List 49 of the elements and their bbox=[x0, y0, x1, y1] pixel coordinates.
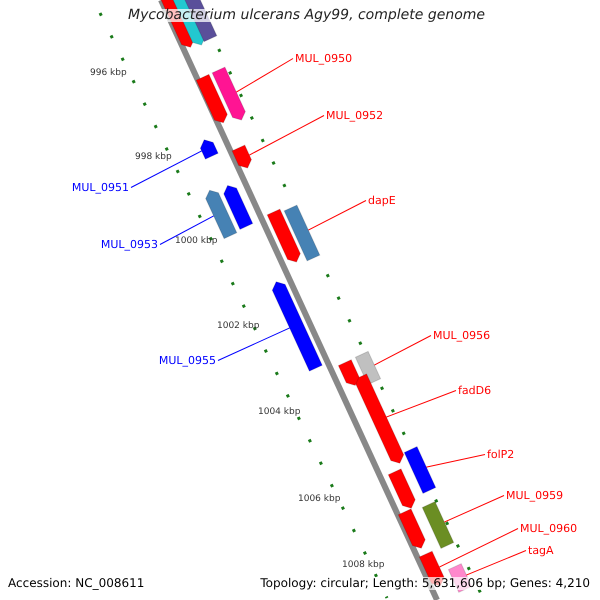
gene-feature bbox=[272, 281, 323, 372]
gene-label: folP2 bbox=[487, 448, 514, 461]
leader-line bbox=[308, 200, 366, 231]
scale-label: 1000 kbp bbox=[175, 236, 218, 246]
leader-line bbox=[444, 495, 504, 523]
leader-line bbox=[438, 528, 518, 568]
title: Mycobacterium ulcerans Agy99, complete genome bbox=[128, 9, 486, 22]
gene-feature bbox=[404, 446, 436, 494]
gene-label: MUL_0953 bbox=[100, 238, 158, 251]
gene-label: MUL_0959 bbox=[506, 489, 564, 502]
gene-feature bbox=[353, 373, 404, 464]
scale-label: 1006 kbp bbox=[298, 494, 340, 504]
leader-line bbox=[374, 335, 432, 366]
gene-feature bbox=[196, 74, 228, 124]
gene-label: MUL_0950 bbox=[295, 52, 352, 65]
gene-label: dapE bbox=[368, 194, 396, 207]
gene-feature bbox=[388, 468, 416, 509]
leader-line bbox=[130, 150, 202, 188]
gene-feature bbox=[398, 508, 426, 549]
gene-label: MUL_0951 bbox=[72, 181, 129, 194]
scale-label: 1008 kbp bbox=[342, 560, 384, 570]
leader-line bbox=[248, 115, 324, 156]
leader-line bbox=[386, 390, 456, 418]
gene-feature bbox=[212, 66, 246, 121]
gene-label: MUL_0955 bbox=[158, 354, 216, 367]
leader-line bbox=[160, 215, 214, 245]
info-text: Topology: circular; Length: 5,631,606 bp; Genes: 4,210 bbox=[260, 577, 590, 590]
gene-label: MUL_0952 bbox=[326, 109, 384, 122]
leader-line bbox=[426, 454, 486, 468]
gene-feature bbox=[354, 350, 382, 386]
gene-feature bbox=[200, 139, 219, 160]
scale-label: 1004 kbp bbox=[258, 407, 300, 417]
leader-line bbox=[466, 550, 526, 576]
gene-label: fadD6 bbox=[458, 384, 492, 397]
gene-feature bbox=[223, 184, 254, 230]
gene-feature bbox=[266, 208, 301, 263]
scale-label: 1002 kbp bbox=[217, 321, 260, 331]
scale-label: 996 kbp bbox=[90, 68, 127, 78]
gene-label: tagA bbox=[528, 544, 554, 557]
scale-label: 998 kbp bbox=[135, 152, 172, 162]
gene-feature bbox=[422, 500, 454, 550]
leader-line bbox=[236, 58, 294, 93]
gene-feature bbox=[231, 144, 252, 169]
gene-label: MUL_0960 bbox=[520, 522, 578, 535]
gene-feature bbox=[284, 204, 320, 262]
leader-line bbox=[218, 327, 290, 361]
gene-label: MUL_0956 bbox=[433, 329, 490, 342]
info-text: Accession: NC_008611 bbox=[8, 577, 144, 590]
gene-feature bbox=[338, 359, 360, 386]
